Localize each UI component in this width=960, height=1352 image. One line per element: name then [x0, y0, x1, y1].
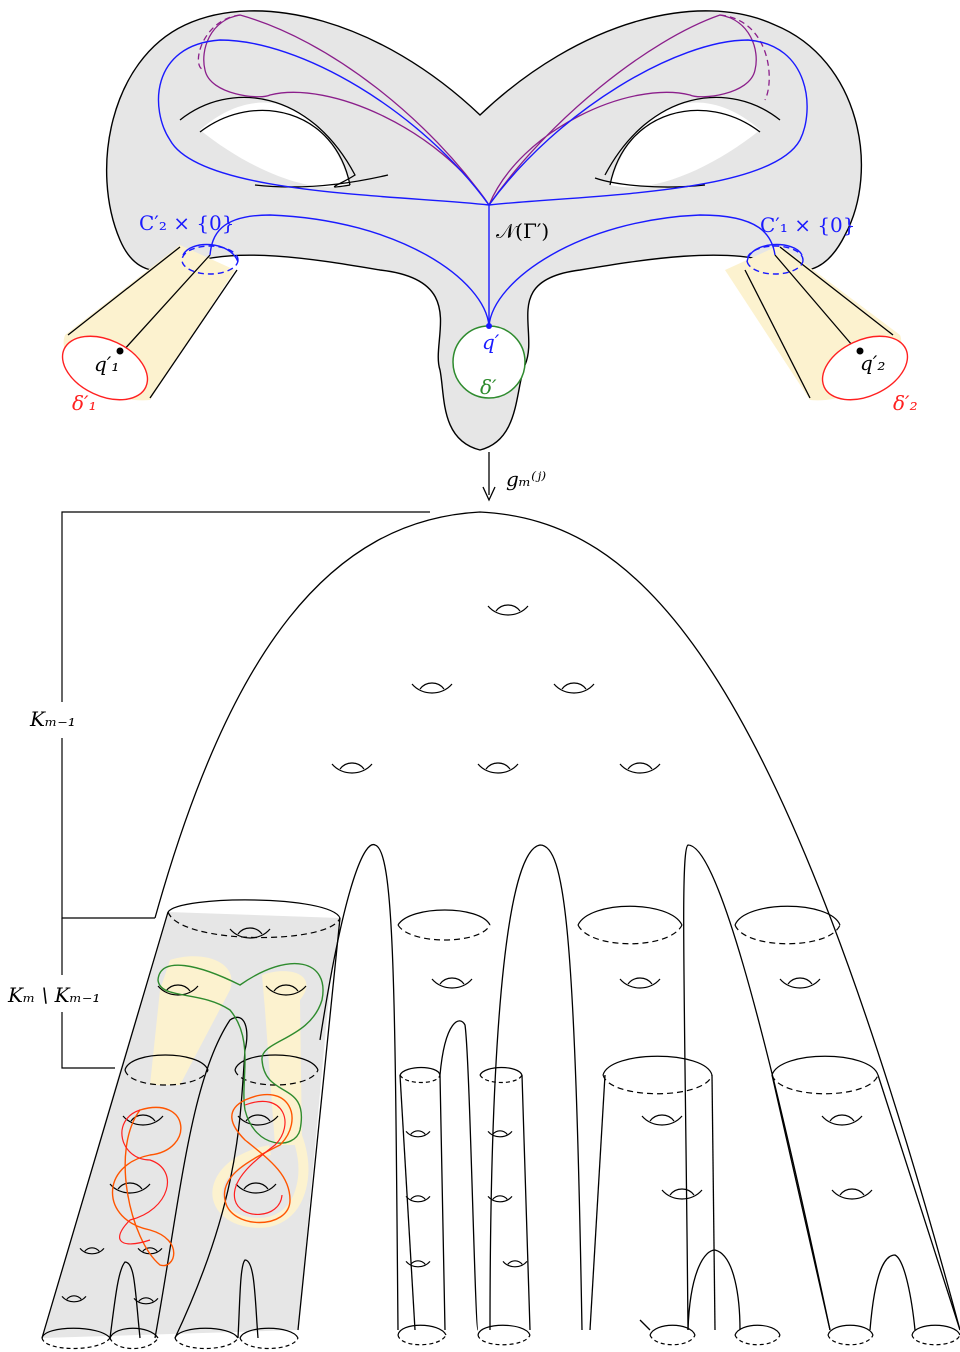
handle-mark: [780, 979, 820, 988]
handle-mark: [406, 1196, 430, 1201]
handle-mark: [650, 1115, 674, 1121]
handle-mark: [488, 606, 528, 615]
handle-mark: [788, 978, 812, 984]
c2-label: C′₂ × {0}: [139, 211, 235, 235]
handle-mark: [411, 1131, 425, 1135]
handle-mark: [620, 764, 660, 773]
handle-mark: [493, 1196, 507, 1200]
map-label: gₘ⁽ʲ⁾: [506, 467, 546, 491]
handle-mark: [628, 763, 652, 769]
neighborhood-label: 𝒩(Γ′): [496, 219, 549, 243]
handle-mark: [508, 1261, 522, 1265]
handle-mark: [832, 1190, 872, 1199]
q-label: q′: [482, 330, 500, 354]
handle-mark: [486, 763, 510, 769]
delta2-label: δ′₂: [893, 391, 918, 415]
map-arrow: [483, 452, 495, 500]
delta-label: δ′: [480, 375, 497, 399]
handle-mark: [332, 764, 372, 773]
handle-mark: [822, 1116, 862, 1125]
handle-mark: [496, 605, 520, 611]
handle-mark: [628, 978, 652, 984]
c1-label: C′₁ × {0}: [760, 213, 856, 237]
handle-mark: [412, 684, 452, 693]
delta1-label: δ′₁: [72, 391, 97, 415]
k-prev-label: Kₘ₋₁: [29, 707, 76, 731]
handle-mark: [503, 1261, 527, 1266]
handle-mark: [554, 684, 594, 693]
q-dot: [486, 323, 492, 329]
handle-mark: [406, 1131, 430, 1136]
handle-mark: [406, 1261, 430, 1266]
handle-mark: [662, 1190, 702, 1199]
handle-mark: [620, 979, 660, 988]
handle-mark: [840, 1189, 864, 1195]
handle-mark: [670, 1189, 694, 1195]
handle-mark: [493, 1131, 507, 1135]
handle-mark: [830, 1115, 854, 1121]
handle-mark: [562, 683, 586, 689]
q1-label: q′₁: [94, 352, 119, 376]
handle-mark: [420, 683, 444, 689]
handle-mark: [478, 764, 518, 773]
handle-mark: [432, 979, 472, 988]
handle-mark: [488, 1131, 512, 1136]
handle-mark: [411, 1261, 425, 1265]
q2-label: q′₂: [860, 351, 885, 375]
handle-mark: [340, 763, 364, 769]
handle-mark: [411, 1196, 425, 1200]
handle-mark: [642, 1116, 682, 1125]
handle-mark: [440, 978, 464, 984]
k-diff-label: Kₘ \ Kₘ₋₁: [7, 983, 100, 1007]
